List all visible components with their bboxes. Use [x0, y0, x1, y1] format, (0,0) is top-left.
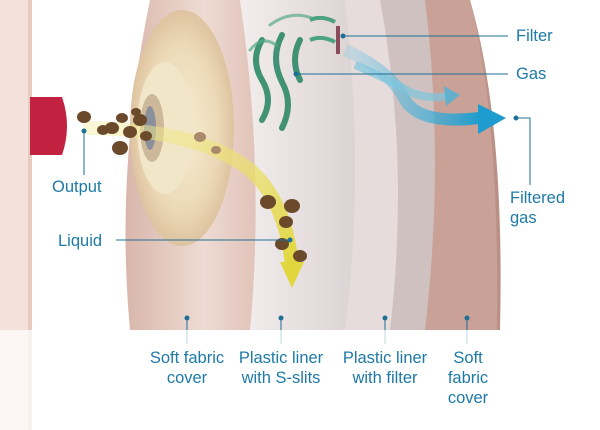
label-filter: Filter	[516, 27, 553, 45]
filter-bar	[336, 26, 340, 54]
s-slits	[253, 32, 303, 131]
filtered-gas-arrows	[342, 44, 506, 134]
label-s-slit-liner: Plastic liner with S-slits	[238, 349, 324, 387]
label-filtered-gas: Filtered gas	[510, 189, 566, 227]
stool-pieces	[77, 108, 307, 262]
label-filter-liner: Plastic liner with filter	[342, 349, 428, 387]
label-output: Output	[52, 178, 102, 196]
body-skin-edge	[28, 0, 32, 430]
liquid-arrowhead	[280, 262, 304, 288]
label-front-fabric-cover: Soft fabric cover	[149, 349, 225, 387]
leader-dots	[81, 33, 519, 321]
label-liquid: Liquid	[58, 232, 103, 250]
stoma	[30, 97, 67, 155]
label-back-fabric-cover: Soft fabric cover	[447, 349, 489, 407]
label-gas: Gas	[516, 65, 547, 83]
bottom-label-band	[0, 330, 600, 430]
